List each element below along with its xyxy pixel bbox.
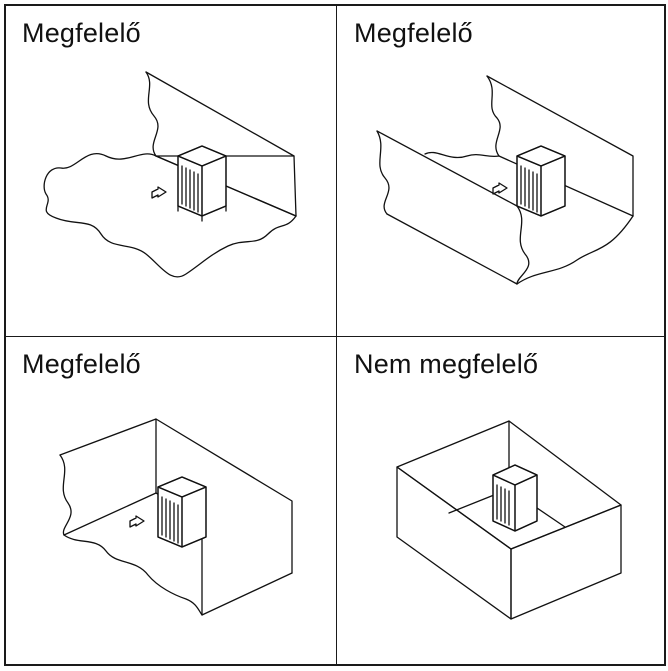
airflow-arrow-icon — [492, 182, 508, 195]
panel-3: Megfelelő — [6, 337, 337, 664]
panel-4: Nem megfelelő — [337, 337, 664, 664]
panel-2-label: Megfelelő — [354, 18, 473, 48]
panel-2: Megfelelő — [337, 6, 664, 337]
placement-diagram-grid: Megfelelő — [4, 4, 666, 666]
airflow-arrow-icon — [129, 515, 145, 528]
outdoor-unit-icon — [516, 145, 566, 217]
panel-2-illustration — [376, 75, 634, 285]
panel-1-illustration — [43, 71, 297, 278]
panel-4-illustration — [396, 420, 622, 620]
panel-3-label: Megfelelő — [22, 349, 141, 379]
outdoor-unit-icon — [492, 464, 538, 532]
outdoor-unit-icon — [177, 145, 227, 222]
airflow-arrow-icon — [151, 186, 167, 199]
floor — [43, 153, 297, 278]
panel-4-label: Nem megfelelő — [354, 349, 539, 379]
panel-1: Megfelelő — [6, 6, 337, 337]
panel-1-label: Megfelelő — [22, 18, 141, 48]
panel-3-illustration — [59, 418, 293, 616]
outdoor-unit-icon — [157, 476, 207, 548]
